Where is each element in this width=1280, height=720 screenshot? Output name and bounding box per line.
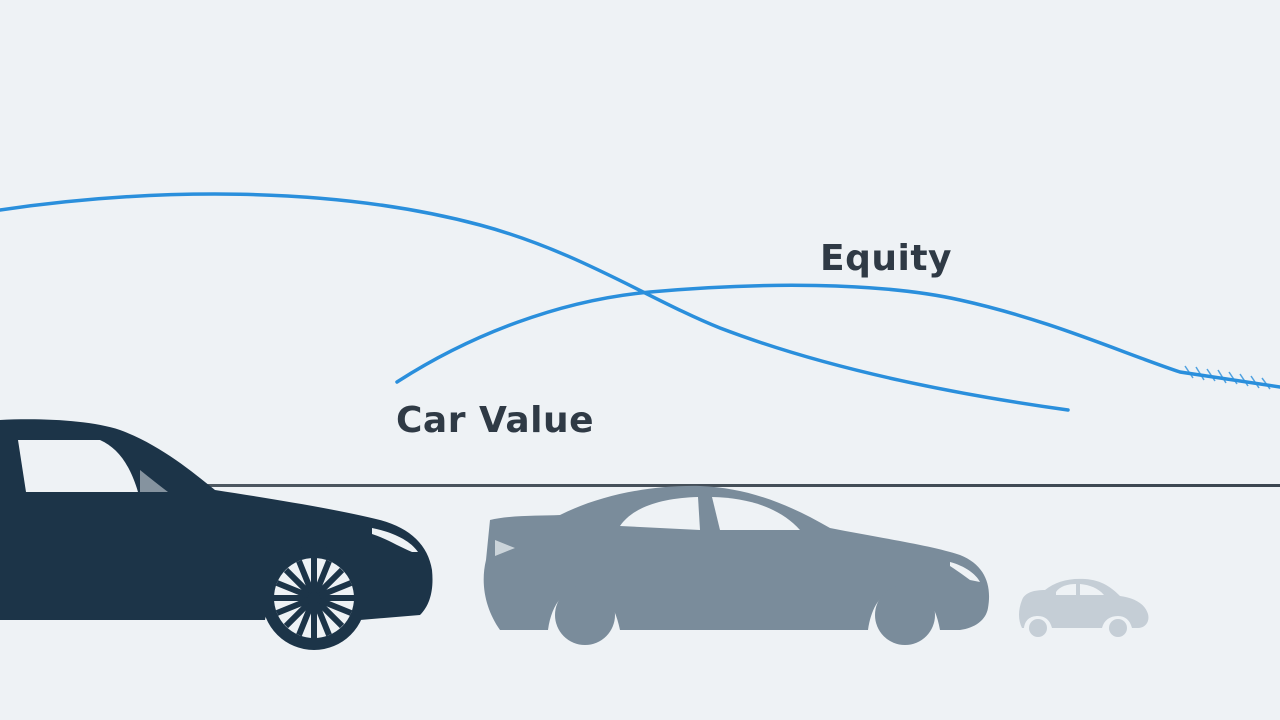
car-small-icon [1019, 578, 1149, 637]
ground-line [200, 484, 1280, 487]
car-value-curve [0, 192, 1070, 412]
car-large-icon [0, 419, 433, 620]
equity-curve-hatch [1184, 365, 1271, 390]
car-medium-icon [483, 485, 990, 645]
car-value-label: Car Value [396, 400, 595, 441]
equity-curve [395, 283, 1280, 389]
equity-label: Equity [820, 238, 953, 279]
wheel-icon [262, 546, 366, 650]
